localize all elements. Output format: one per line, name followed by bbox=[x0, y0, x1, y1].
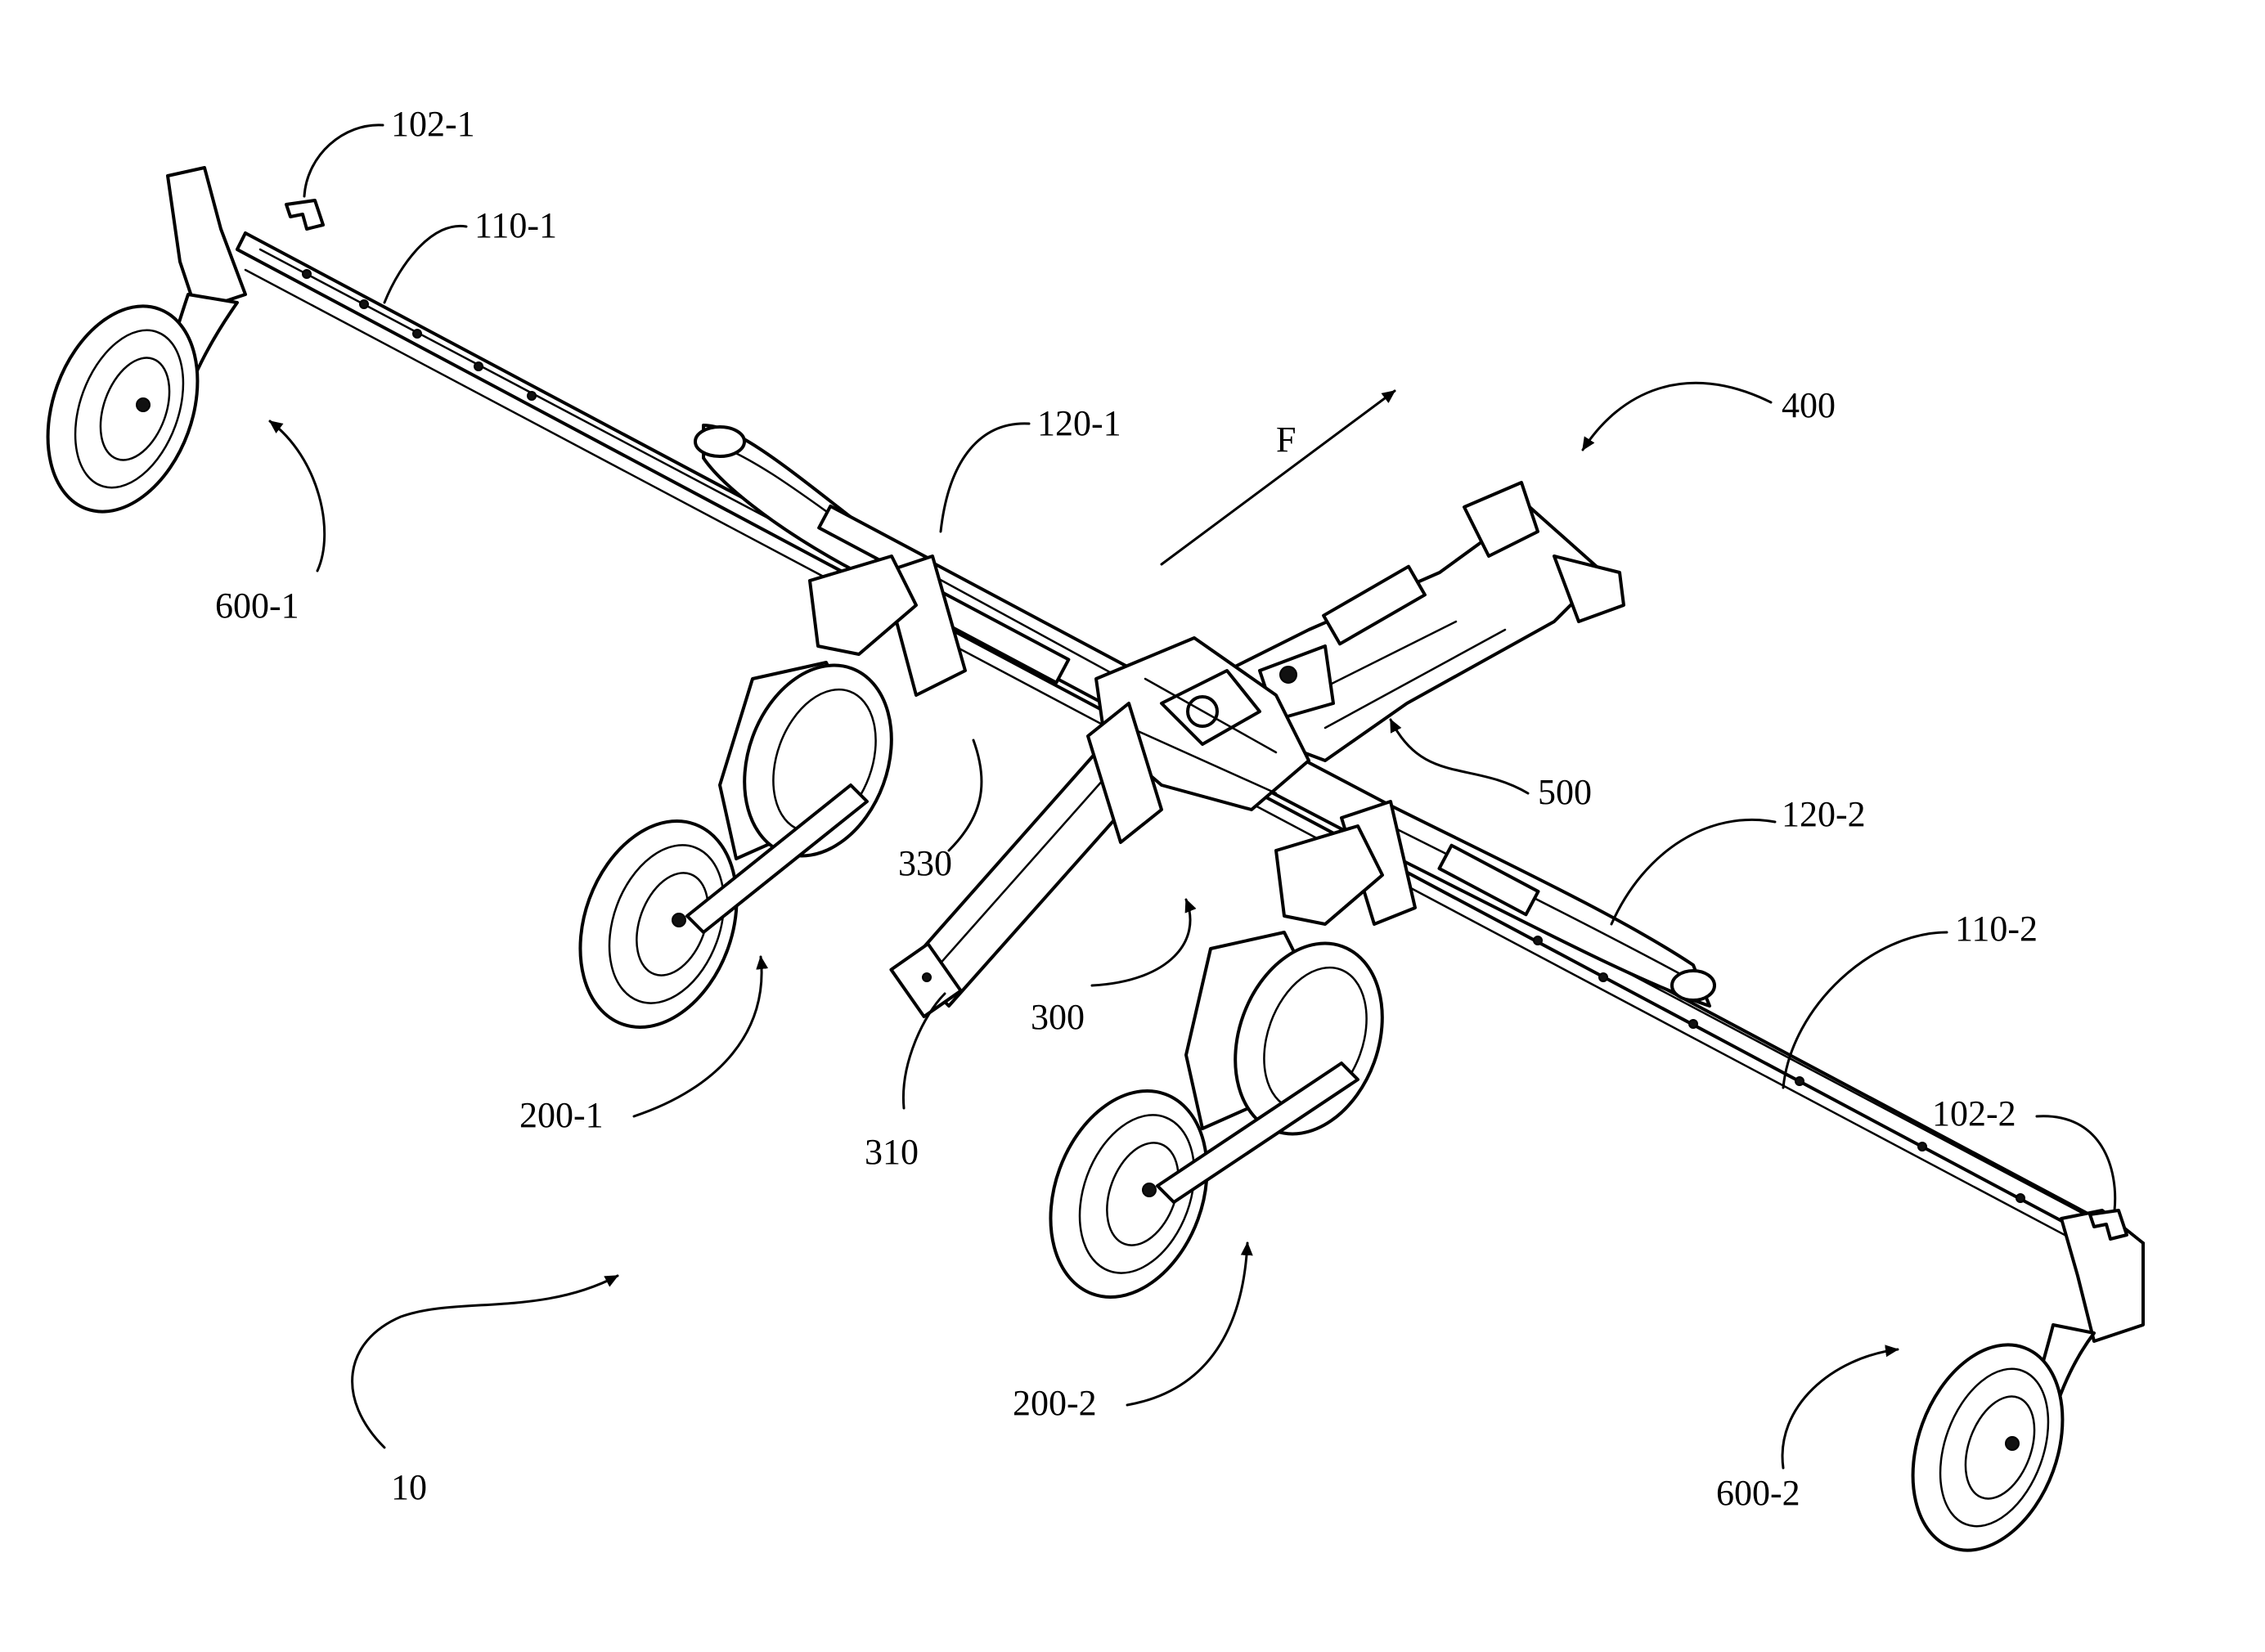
wheels bbox=[21, 168, 2143, 1571]
direction-label: F bbox=[1276, 420, 1296, 460]
label-120-1: 120-1 bbox=[1037, 403, 1121, 443]
gauge-wheel-left bbox=[21, 168, 245, 532]
row-unit-right bbox=[1023, 826, 1408, 1319]
label-300: 300 bbox=[1031, 997, 1085, 1037]
label-102-2: 102-2 bbox=[1932, 1093, 2016, 1134]
label-310: 310 bbox=[865, 1132, 919, 1172]
gauge-wheel-right bbox=[1886, 1210, 2143, 1571]
label-110-1: 110-1 bbox=[474, 205, 557, 245]
label-10: 10 bbox=[391, 1467, 427, 1507]
label-500: 500 bbox=[1538, 772, 1592, 812]
label-400: 400 bbox=[1782, 385, 1836, 425]
label-600-2: 600-2 bbox=[1716, 1473, 1800, 1513]
label-102-1: 102-1 bbox=[391, 104, 475, 144]
label-120-2: 120-2 bbox=[1782, 794, 1866, 834]
leader-102-1 bbox=[304, 125, 383, 196]
label-330: 330 bbox=[898, 843, 952, 883]
label-200-2: 200-2 bbox=[1013, 1383, 1097, 1423]
direction-arrow: F bbox=[1162, 391, 1395, 564]
label-600-1: 600-1 bbox=[215, 586, 299, 626]
leader-110-1 bbox=[384, 226, 466, 303]
row-unit-left bbox=[553, 556, 917, 1049]
label-110-2: 110-2 bbox=[1955, 909, 2038, 949]
label-200-1: 200-1 bbox=[519, 1095, 604, 1135]
leader-120-1 bbox=[941, 424, 1029, 532]
